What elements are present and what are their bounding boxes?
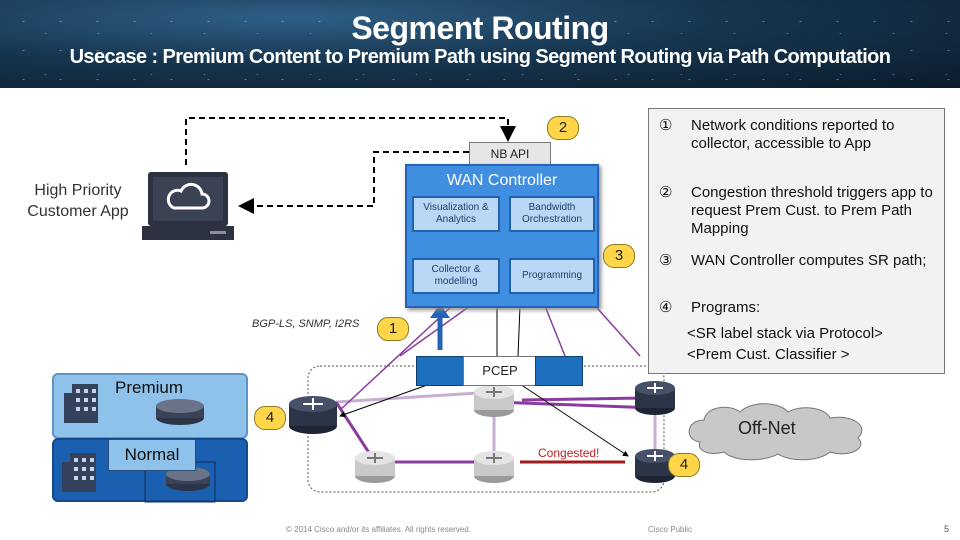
- steps-panel: ① Network conditions reported to collect…: [648, 108, 945, 374]
- program-line: <Prem Cust. Classifier >: [687, 346, 850, 363]
- controller-link: [589, 299, 641, 357]
- starfield-background: [0, 0, 960, 88]
- sr-premium-path: [493, 400, 656, 410]
- controller-link: [399, 305, 471, 357]
- classification-text: Cisco Public: [648, 525, 693, 534]
- link: [335, 390, 495, 404]
- pcep-arrow: [519, 383, 629, 457]
- step-badge-1: 1: [377, 317, 409, 341]
- step-badge-4: 4: [668, 453, 700, 477]
- premium-label: Premium: [115, 378, 184, 397]
- step-text: WAN Controller computes SR path;: [691, 252, 927, 269]
- controller-link: [544, 305, 566, 357]
- step-text: Congestion threshold triggers app to req…: [691, 184, 933, 237]
- wan-controller: WAN Controller Visualization & Analytics…: [405, 164, 599, 308]
- title-banner: [0, 0, 960, 88]
- core-router-icon: [635, 381, 675, 415]
- copyright-text: © 2014 Cisco and/or its affiliates. All …: [286, 525, 471, 534]
- step-number: ①: [659, 117, 673, 134]
- controller-link: [517, 305, 521, 357]
- normal-label: Normal: [108, 439, 196, 471]
- step-number: ②: [659, 184, 673, 201]
- step-badge-2: 2: [547, 116, 579, 140]
- collector-up-arrow-head: [430, 304, 450, 318]
- sr-premium-path: [334, 401, 494, 464]
- page-number: 5: [944, 524, 950, 534]
- nb-api-box: NB API: [469, 142, 551, 166]
- pcep-block-left: [416, 356, 464, 386]
- pcep-label: PCEP: [463, 356, 537, 386]
- app-to-nbapi-dashed-arrow: [185, 117, 516, 165]
- sr-premium-path: [521, 396, 641, 402]
- congested-label: Congested!: [538, 446, 600, 460]
- program-line: <SR label stack via Protocol>: [687, 325, 883, 342]
- slide-title: Segment Routing: [351, 10, 609, 46]
- step-text: Network conditions reported to collector…: [691, 117, 895, 152]
- step-text: Programs:: [691, 299, 761, 316]
- laptop-cloud-icon: [142, 172, 234, 240]
- slide-subtitle: Usecase : Premium Content to Premium Pat…: [69, 46, 891, 68]
- programming-box: Programming: [509, 258, 595, 294]
- core-router-icon: [635, 449, 675, 483]
- step-badge-3: 3: [603, 244, 635, 268]
- core-router-icon: [289, 396, 337, 434]
- visualization-analytics-box: Visualization & Analytics: [412, 196, 500, 232]
- pcep-arrow: [339, 383, 431, 418]
- step-badge-4: 4: [254, 406, 286, 430]
- controller-link: [339, 305, 453, 411]
- collector-modelling-box: Collector & modelling: [412, 258, 500, 294]
- router-icon: [355, 451, 395, 483]
- customer-app-label: High Priority Customer App: [27, 182, 129, 220]
- step-number: ④: [659, 299, 673, 316]
- wan-controller-title: WAN Controller: [446, 172, 558, 189]
- step-number: ③: [659, 252, 673, 269]
- bandwidth-orchestration-box: Bandwidth Orchestration: [509, 196, 595, 232]
- router-icon: [474, 385, 514, 417]
- offnet-label: Off-Net: [738, 418, 796, 438]
- nbapi-to-app-dashed-arrow: [238, 151, 469, 214]
- protocol-label: BGP-LS, SNMP, I2RS: [252, 318, 360, 330]
- pcep-block-right: [535, 356, 583, 386]
- router-icon: [474, 451, 514, 483]
